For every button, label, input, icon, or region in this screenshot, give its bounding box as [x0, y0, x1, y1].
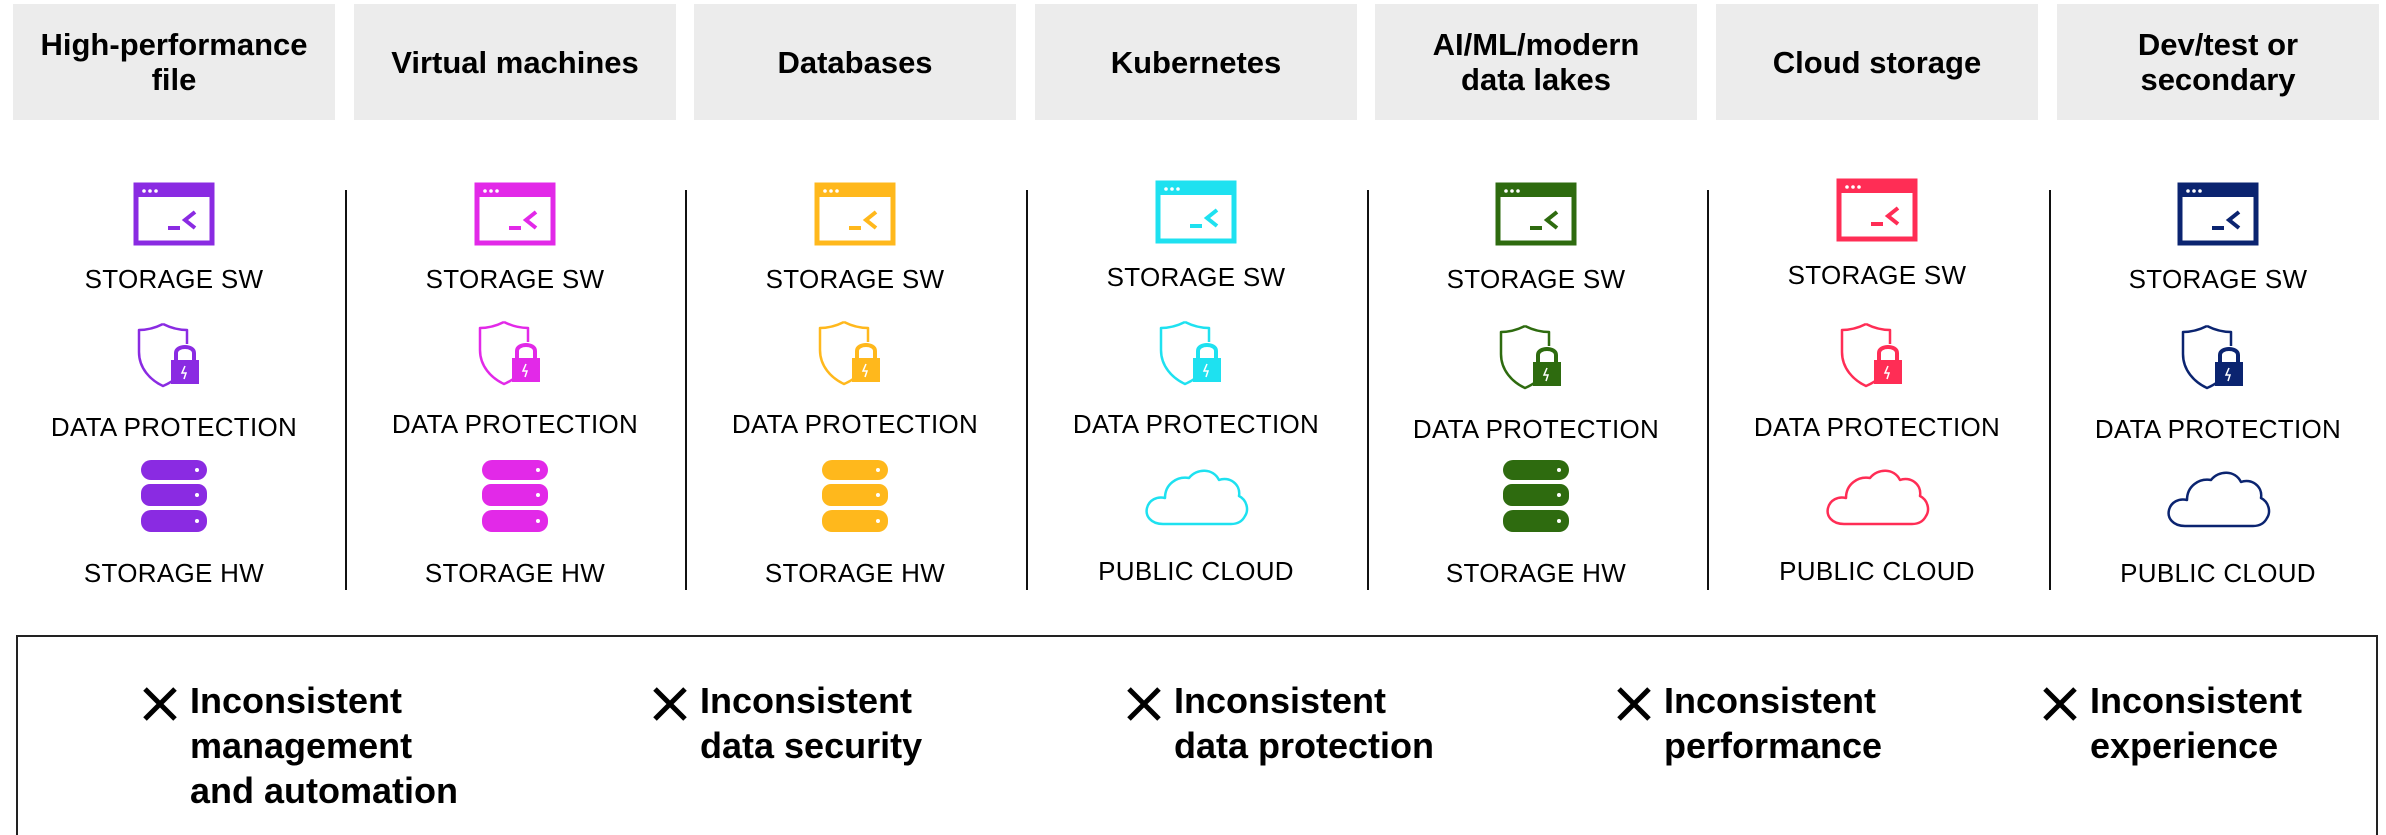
- issue-data-protection: Inconsistent data protection: [1124, 678, 1434, 768]
- public-cloud-icon: [1035, 464, 1357, 528]
- data-protection-label: DATA PROTECTION: [2094, 414, 2342, 444]
- storage-hw-icon: [694, 458, 1016, 534]
- data-protection-icon: [1716, 318, 2038, 390]
- data-protection-icon: [13, 318, 335, 390]
- issues-box: [16, 635, 2378, 835]
- data-protection-label: DATA PROTECTION: [50, 412, 298, 442]
- x-icon: [2040, 684, 2080, 724]
- column-divider: [1707, 190, 1709, 590]
- data-protection-label: DATA PROTECTION: [1072, 409, 1320, 439]
- column-header: Databases: [694, 4, 1016, 120]
- public-cloud-label: PUBLIC CLOUD: [1779, 556, 1975, 586]
- storage-sw-icon: [13, 182, 335, 246]
- data-protection-label: DATA PROTECTION: [731, 409, 979, 439]
- data-protection-icon: [1035, 316, 1357, 388]
- storage-sw-icon: [354, 182, 676, 246]
- column-header: Dev/test or secondary: [2057, 4, 2379, 120]
- column-header: Kubernetes: [1035, 4, 1357, 120]
- storage-sw-label: STORAGE SW: [1106, 262, 1286, 292]
- storage-sw-label: STORAGE SW: [1787, 260, 1967, 290]
- storage-sw-icon: [1035, 180, 1357, 244]
- storage-hw-label: STORAGE HW: [424, 558, 606, 588]
- storage-hw-label: STORAGE HW: [1445, 558, 1627, 588]
- storage-sw-label: STORAGE SW: [1446, 264, 1626, 294]
- column-divider: [1367, 190, 1369, 590]
- storage-sw-icon: [1375, 182, 1697, 246]
- column-header: High-performance file: [13, 4, 335, 120]
- column-header: AI/ML/modern data lakes: [1375, 4, 1697, 120]
- issue-experience: Inconsistent experience: [2040, 678, 2302, 768]
- data-protection-icon: [354, 316, 676, 388]
- storage-sw-label: STORAGE SW: [2128, 264, 2308, 294]
- storage-hw-icon: [354, 458, 676, 534]
- issue-data-security: Inconsistent data security: [650, 678, 922, 768]
- data-protection-icon: [694, 316, 1016, 388]
- issue-text: Inconsistent performance: [1664, 680, 1883, 766]
- column-divider: [1026, 190, 1028, 590]
- storage-sw-icon: [1716, 178, 2038, 242]
- storage-sw-label: STORAGE SW: [425, 264, 605, 294]
- public-cloud-icon: [1716, 464, 2038, 528]
- column-divider: [345, 190, 347, 590]
- column-ai-ml-data-lakes: AI/ML/modern data lakes STORAGE SW DATA …: [1375, 0, 1697, 600]
- storage-hw-icon: [13, 458, 335, 534]
- x-icon: [1614, 684, 1654, 724]
- storage-sw-label: STORAGE SW: [765, 264, 945, 294]
- column-high-performance-file: High-performance file STORAGE SW DATA PR…: [13, 0, 335, 600]
- issue-text: Inconsistent management and automation: [190, 680, 458, 811]
- column-divider: [2049, 190, 2051, 590]
- column-virtual-machines: Virtual machines STORAGE SW DATA PROTECT…: [354, 0, 676, 600]
- issue-management-automation: Inconsistent management and automation: [140, 678, 458, 813]
- data-protection-label: DATA PROTECTION: [1412, 414, 1660, 444]
- column-kubernetes: Kubernetes STORAGE SW DATA PROTECTION PU…: [1035, 0, 1357, 600]
- x-icon: [650, 684, 690, 724]
- storage-sw-icon: [2057, 182, 2379, 246]
- column-databases: Databases STORAGE SW DATA PROTECTION: [694, 0, 1016, 600]
- public-cloud-label: PUBLIC CLOUD: [1098, 556, 1294, 586]
- storage-sw-label: STORAGE SW: [84, 264, 264, 294]
- storage-hw-label: STORAGE HW: [764, 558, 946, 588]
- storage-hw-icon: [1375, 458, 1697, 534]
- column-divider: [685, 190, 687, 590]
- data-protection-icon: [1375, 320, 1697, 392]
- issue-text: Inconsistent data security: [700, 680, 923, 766]
- issue-performance: Inconsistent performance: [1614, 678, 1882, 768]
- public-cloud-icon: [2057, 466, 2379, 530]
- issue-text: Inconsistent data protection: [1174, 680, 1435, 766]
- column-dev-test-secondary: Dev/test or secondary STORAGE SW DATA PR…: [2057, 0, 2379, 600]
- storage-sw-icon: [694, 182, 1016, 246]
- column-header: Virtual machines: [354, 4, 676, 120]
- issue-text: Inconsistent experience: [2090, 680, 2303, 766]
- data-protection-icon: [2057, 320, 2379, 392]
- x-icon: [140, 684, 180, 724]
- data-protection-label: DATA PROTECTION: [391, 409, 639, 439]
- column-cloud-storage: Cloud storage STORAGE SW DATA PROTECTION…: [1716, 0, 2038, 600]
- public-cloud-label: PUBLIC CLOUD: [2120, 558, 2316, 588]
- data-protection-label: DATA PROTECTION: [1753, 412, 2001, 442]
- storage-hw-label: STORAGE HW: [83, 558, 265, 588]
- x-icon: [1124, 684, 1164, 724]
- column-header: Cloud storage: [1716, 4, 2038, 120]
